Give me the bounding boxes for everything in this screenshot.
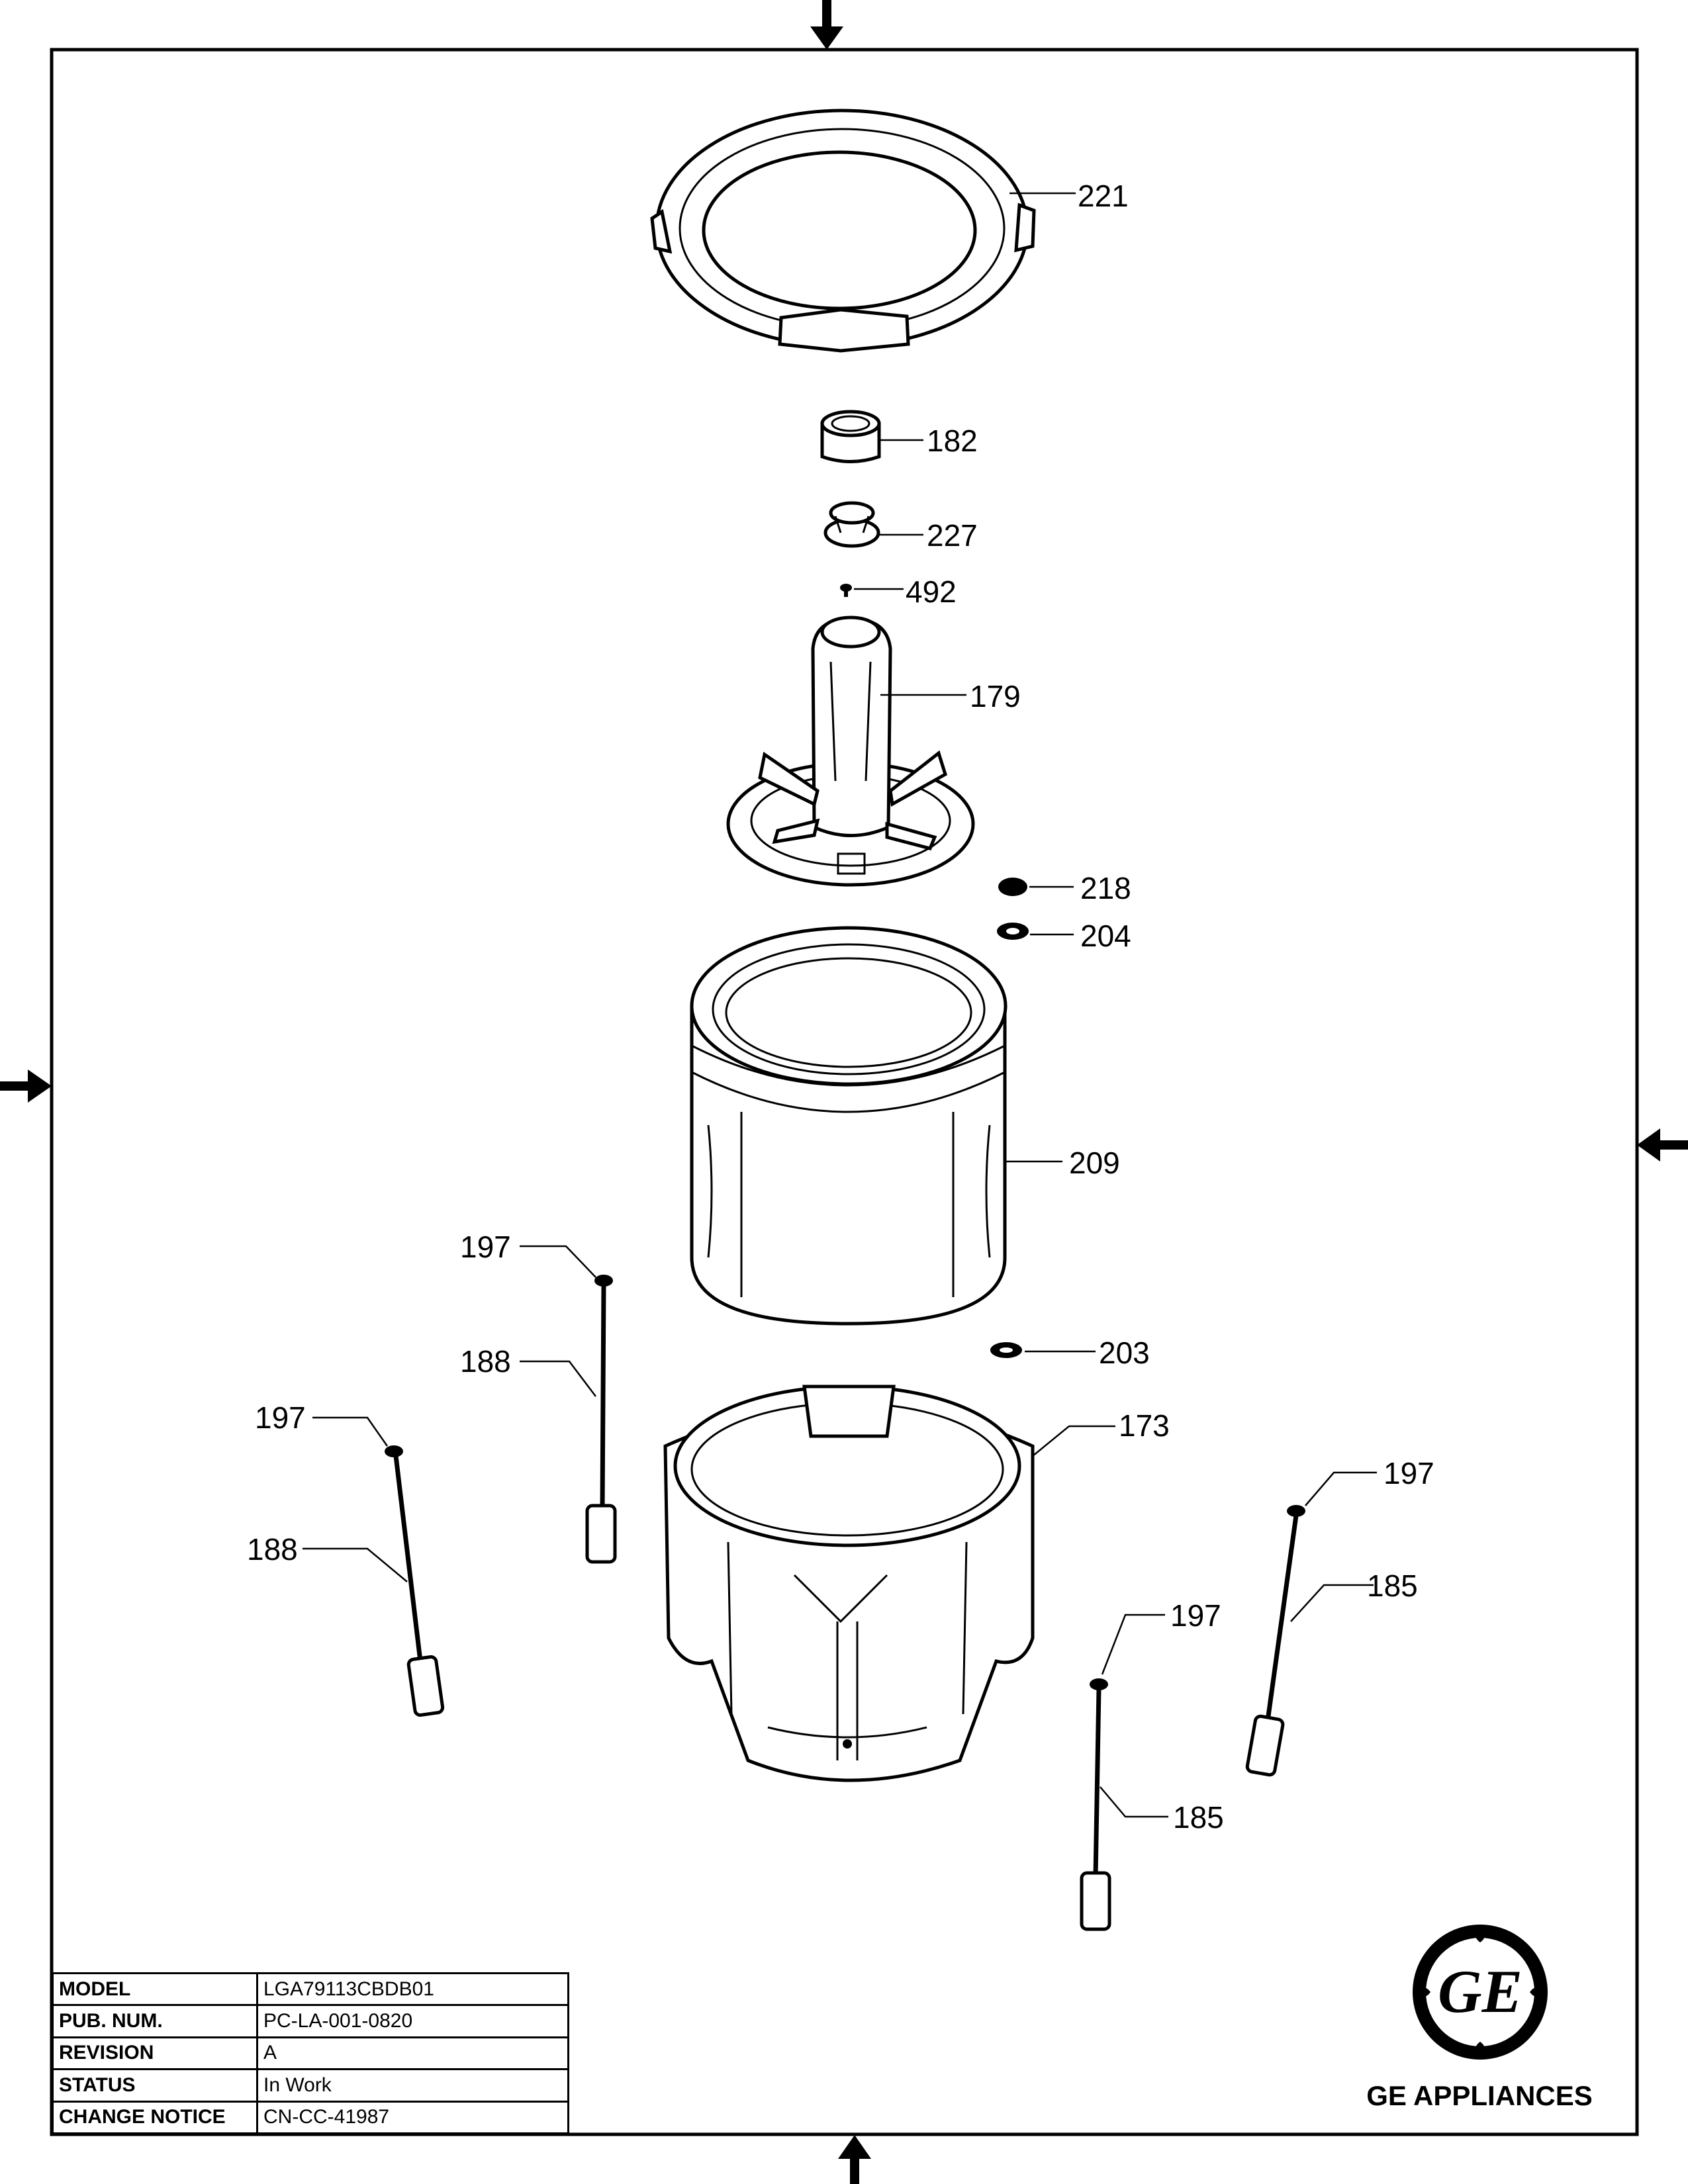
callout-188-b: 188: [247, 1532, 298, 1567]
callout-182: 182: [927, 424, 978, 458]
title-block-value: LGA79113CBDB01: [256, 1972, 569, 2007]
callout-218: 218: [1080, 871, 1131, 905]
title-block-row: PUB. NUM. PC-LA-001-0820: [52, 2004, 569, 2038]
nut-part: [998, 878, 1027, 896]
callout-185-b: 185: [1173, 1800, 1224, 1835]
centering-arrow-bottom-icon: [838, 2135, 871, 2184]
suspension-rod-188-b-part: [385, 1445, 445, 1717]
callout-197-c: 197: [1383, 1456, 1434, 1490]
title-block-label: MODEL: [52, 1972, 258, 2007]
title-block: MODEL LGA79113CBDB01 PUB. NUM. PC-LA-001…: [52, 1972, 569, 2135]
callout-197-d: 197: [1170, 1598, 1221, 1633]
suspension-rod-188-a-part: [585, 1275, 617, 1564]
title-block-label: PUB. NUM.: [52, 2004, 258, 2038]
title-block-value: A: [256, 2036, 569, 2071]
callout-203: 203: [1099, 1336, 1150, 1370]
hub-part: [726, 615, 975, 887]
callout-492: 492: [906, 574, 957, 609]
leader-lines: [303, 192, 1377, 1818]
brand-name: GE APPLIANCES: [1366, 2080, 1593, 2111]
callout-197-a: 197: [460, 1230, 511, 1264]
ge-logo-icon: GE: [1413, 1925, 1548, 2060]
title-block-value: In Work: [256, 2068, 569, 2103]
washer-lower-part: [990, 1342, 1022, 1358]
title-block-row: STATUS In Work: [52, 2068, 569, 2103]
wash-basket-part: [690, 926, 1008, 1326]
title-block-label: STATUS: [52, 2068, 258, 2103]
callout-173: 173: [1119, 1408, 1170, 1443]
centering-arrow-left-icon: [0, 1069, 52, 1103]
callout-209: 209: [1069, 1146, 1120, 1180]
callout-185-a: 185: [1367, 1569, 1418, 1603]
title-block-label: CHANGE NOTICE: [52, 2100, 258, 2135]
title-block-value: PC-LA-001-0820: [256, 2004, 569, 2038]
title-block-row: CHANGE NOTICE CN-CC-41987: [52, 2100, 569, 2135]
title-block-label: REVISION: [52, 2036, 258, 2071]
title-block-value: CN-CC-41987: [256, 2100, 569, 2135]
tub-ring-part: [650, 109, 1036, 353]
callout-188-a: 188: [460, 1344, 511, 1379]
bushing-part: [820, 410, 881, 463]
callout-221: 221: [1078, 179, 1129, 213]
callout-197-b: 197: [255, 1400, 306, 1435]
title-block-row: MODEL LGA79113CBDB01: [52, 1972, 569, 2007]
suspension-rod-185-a-part: [1245, 1505, 1305, 1777]
callout-227: 227: [927, 518, 978, 553]
centering-arrow-top-icon: [810, 0, 843, 50]
svg-text:GE: GE: [1438, 1958, 1523, 2025]
centering-arrow-right-icon: [1637, 1128, 1688, 1161]
seal-part: [823, 501, 880, 548]
suspension-rod-185-b-part: [1080, 1678, 1111, 1931]
drawing-border: [50, 48, 1639, 2136]
callout-204: 204: [1080, 919, 1131, 953]
screw-part: [840, 584, 852, 597]
washer-part: [997, 923, 1029, 940]
callout-179: 179: [970, 679, 1021, 713]
outer-tub-part: [663, 1385, 1035, 1782]
title-block-row: REVISION A: [52, 2036, 569, 2071]
